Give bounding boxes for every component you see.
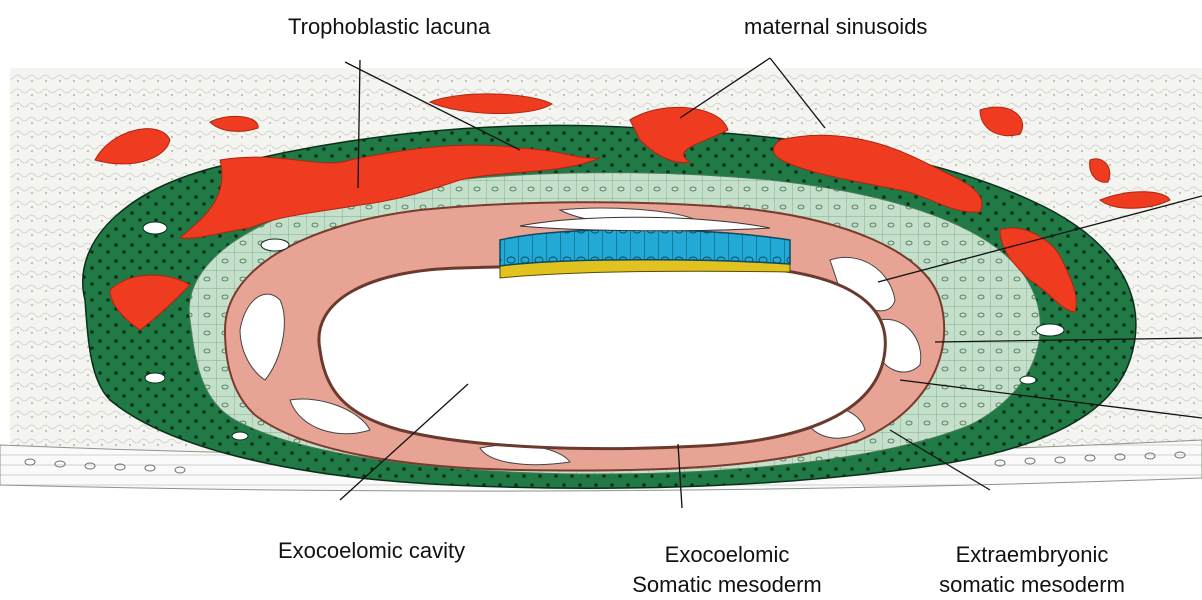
label-line: Extraembryonic: [912, 540, 1152, 570]
label-trophoblastic-lacuna: Trophoblastic lacuna: [288, 16, 490, 38]
label-extraembryonic-somatic-mesoderm: Extraembryonic somatic mesoderm: [912, 540, 1152, 600]
label-line: somatic mesoderm: [912, 570, 1152, 600]
label-line: Somatic mesoderm: [622, 570, 832, 600]
label-maternal-sinusoids: maternal sinusoids: [744, 16, 927, 38]
label-exocoelomic-somatic-mesoderm: Exocoelomic Somatic mesoderm: [622, 540, 832, 600]
exocoelomic-cavity: [319, 265, 885, 449]
label-exocoelomic-cavity: Exocoelomic cavity: [278, 540, 465, 562]
label-line: Exocoelomic: [622, 540, 832, 570]
